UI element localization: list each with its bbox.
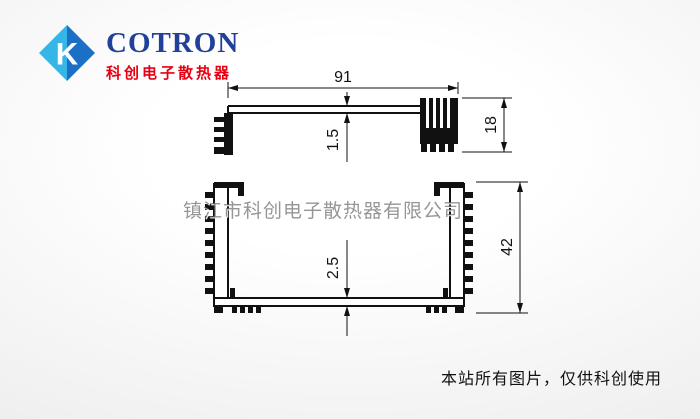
base-bottom-feet (214, 288, 464, 313)
arrowhead (517, 182, 523, 192)
dim-base-thickness-label: 2.5 (325, 257, 342, 279)
arrowhead (501, 98, 507, 108)
dim-base-height-label: 42 (499, 238, 516, 256)
arrowhead (344, 288, 350, 298)
footer-note: 本站所有图片，仅供科创使用 (440, 371, 662, 388)
arrowhead (344, 113, 350, 123)
base-top-hooks (214, 182, 464, 196)
logo-k-letter: K (56, 36, 79, 71)
arrowhead (517, 303, 523, 313)
brand-name-cn: 科创电子散热器 (106, 65, 233, 83)
dim-lid-thickness-label: 1.5 (325, 129, 342, 151)
lid-left-comb (214, 113, 233, 155)
cotron-logo: K COTRON 科创电子散热器 (38, 24, 239, 83)
arrowhead (501, 142, 507, 152)
dim-base-height (476, 181, 528, 314)
lid-cross-section (227, 105, 458, 114)
logo-diamond-left (39, 25, 67, 81)
arrowhead (228, 85, 238, 91)
brand-name: COTRON (106, 27, 240, 59)
arrowhead (344, 306, 350, 316)
base-cross-section (213, 183, 465, 307)
logo-diamond-right (67, 25, 95, 81)
watermark: 镇江市科创电子散热器有限公司 (183, 201, 464, 222)
dim-width-label: 91 (334, 69, 352, 86)
lid-heatsink-block (420, 98, 458, 152)
arrowhead (344, 96, 350, 106)
cotron-logo-icon: K (39, 25, 95, 81)
base-wall-fins-right (464, 192, 473, 294)
base-wall-fins-left (205, 192, 214, 294)
dim-lid-height-label: 18 (483, 116, 500, 134)
arrowhead (448, 85, 458, 91)
